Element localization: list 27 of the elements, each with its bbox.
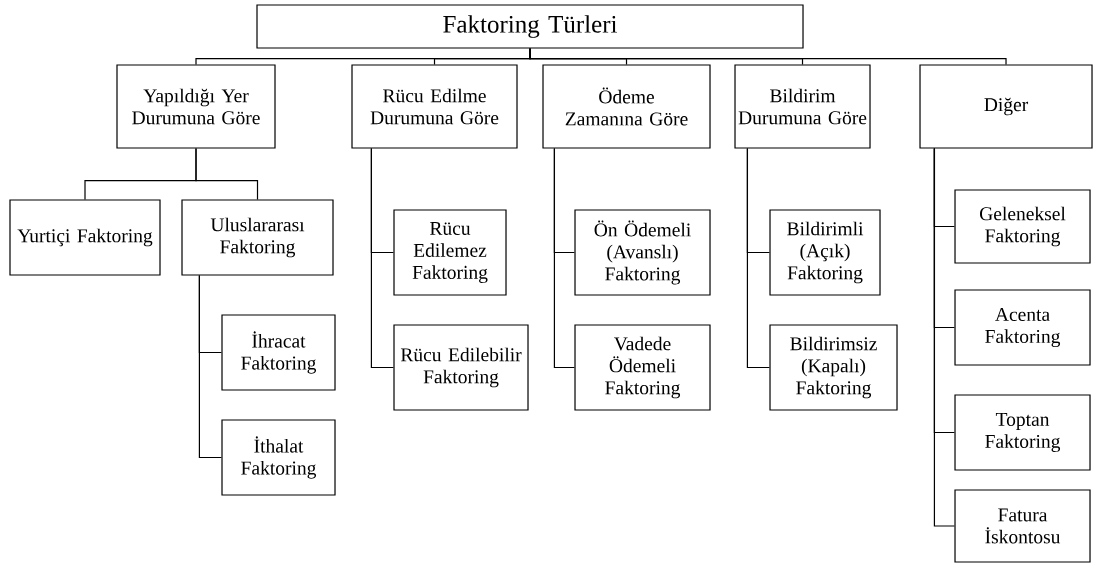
type-box: Uluslararası Faktoring xyxy=(181,199,334,276)
category-box: Ödeme Zamanına Göre xyxy=(542,64,711,149)
type-box: Vadede Ödemeli Faktoring xyxy=(574,324,711,411)
category-box: Yapıldığı Yer Durumuna Göre xyxy=(116,64,276,149)
connector-line xyxy=(933,148,955,527)
type-box: Toptan Faktoring xyxy=(954,394,1091,471)
type-box: Acenta Faktoring xyxy=(954,289,1091,366)
connector-line xyxy=(746,148,770,369)
category-box: Bildirim Durumuna Göre xyxy=(734,64,871,149)
connector-line xyxy=(370,148,394,369)
category-box: Rücu Edilme Durumuna Göre xyxy=(351,64,518,149)
type-box: Geleneksel Faktoring xyxy=(954,189,1091,264)
type-box: Bildirimsiz (Kapalı) Faktoring xyxy=(769,324,898,411)
type-box: Fatura İskontosu xyxy=(954,489,1091,563)
type-box: Bildirimli (Açık) Faktoring xyxy=(769,209,881,296)
category-box: Diğer xyxy=(919,64,1093,149)
type-box: İthalat Faktoring xyxy=(221,419,336,496)
type-box: Rücu Edilebilir Faktoring xyxy=(393,324,529,411)
connector-line xyxy=(198,275,222,459)
connector-line xyxy=(529,48,1007,65)
type-box: İhracat Faktoring xyxy=(221,314,336,391)
type-box: Rücu Edilemez Faktoring xyxy=(393,209,507,296)
type-box: Ön Ödemeli (Avanslı) Faktoring xyxy=(574,209,711,296)
connector-line xyxy=(553,148,575,369)
type-box: Yurtiçi Faktoring xyxy=(9,199,161,276)
title-box: Faktoring Türleri xyxy=(256,4,804,49)
connector-line xyxy=(195,148,259,200)
